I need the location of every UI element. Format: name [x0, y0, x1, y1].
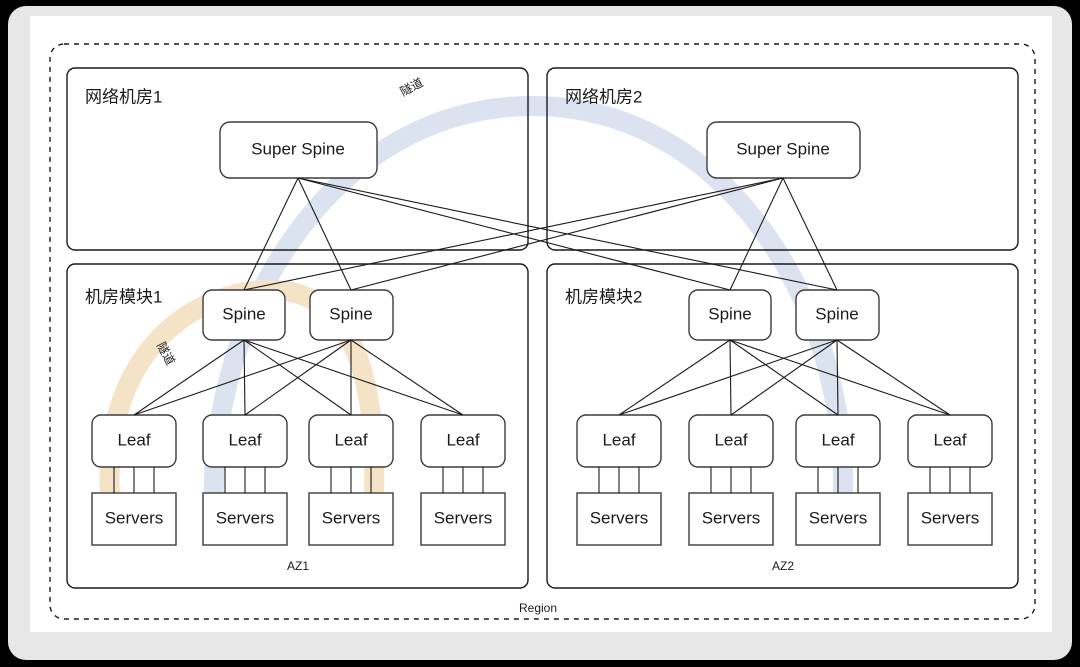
servers-node-az1-1[interactable]: Servers — [91, 492, 177, 546]
super-spine-2-label: Super Spine — [736, 139, 830, 158]
spine-node-az2-2[interactable]: Spine — [795, 289, 880, 341]
super-spine-node-1[interactable]: Super Spine — [219, 121, 378, 179]
servers-node-az1-4[interactable]: Servers — [420, 492, 506, 546]
links-leaf-to-servers — [113, 467, 971, 493]
link-spine-az2-2-leaf-2 — [730, 339, 838, 416]
spine-node-az1-2[interactable]: Spine — [309, 289, 394, 341]
servers-az1-1-rect — [91, 492, 177, 546]
leaf-az1-2-label: Leaf — [228, 430, 261, 449]
link-ss2-spine-az2-1 — [729, 177, 784, 291]
leaf-node-az2-4[interactable]: Leaf — [907, 414, 993, 468]
network-room-1-container — [66, 67, 529, 251]
network-room-2-title: 网络机房2 — [565, 87, 642, 106]
leaf-node-az2-2[interactable]: Leaf — [688, 414, 774, 468]
servers-node-az1-2[interactable]: Servers — [202, 492, 288, 546]
leaf-node-az2-3[interactable]: Leaf — [795, 414, 881, 468]
link-spine-az1-2-leaf-4 — [350, 339, 464, 416]
link-spine-az2-1-leaf-1 — [618, 339, 731, 416]
leaf-az1-4-label: Leaf — [446, 430, 479, 449]
az2-label: AZ2 — [772, 559, 794, 573]
link-spine-az1-2-leaf-1 — [133, 339, 352, 416]
link-ss2-spine-az2-2 — [782, 177, 838, 291]
leaf-az2-3-label: Leaf — [821, 430, 854, 449]
servers-az1-2-rect — [202, 492, 288, 546]
links-spine-to-leaf-az1 — [133, 339, 464, 416]
module-2-container — [546, 263, 1019, 589]
module-2-title: 机房模块2 — [565, 287, 642, 306]
leaf-node-az1-3[interactable]: Leaf — [308, 414, 394, 468]
servers-az2-3-rect — [795, 492, 881, 546]
leaf-node-az1-4[interactable]: Leaf — [420, 414, 506, 468]
leaf-node-az1-2[interactable]: Leaf — [202, 414, 288, 468]
servers-az2-4-label: Servers — [921, 508, 980, 527]
servers-az1-1-label: Servers — [105, 508, 164, 527]
link-spine-az1-1-leaf-1 — [133, 339, 245, 416]
leaf-az1-3-label: Leaf — [334, 430, 367, 449]
servers-az1-3-rect — [308, 492, 394, 546]
leaf-az2-1-label: Leaf — [602, 430, 635, 449]
region-label: Region — [519, 601, 557, 615]
leaf-node-az2-1[interactable]: Leaf — [576, 414, 662, 468]
servers-az2-2-rect — [688, 492, 774, 546]
link-spine-az2-2-leaf-4 — [836, 339, 951, 416]
spine-node-az2-1[interactable]: Spine — [688, 289, 772, 341]
link-spine-az2-1-leaf-2 — [729, 339, 732, 416]
module-1-container — [66, 263, 529, 589]
spine-az1-2-label: Spine — [329, 304, 372, 323]
spine-az2-1-label: Spine — [708, 304, 751, 323]
link-ss1-spine-az1-1 — [243, 177, 299, 291]
servers-az1-4-label: Servers — [434, 508, 493, 527]
az1-label: AZ1 — [287, 559, 309, 573]
link-spine-az2-2-leaf-3 — [836, 339, 839, 416]
servers-az2-2-label: Servers — [702, 508, 761, 527]
servers-node-az2-2[interactable]: Servers — [688, 492, 774, 546]
spine-node-az1-1[interactable]: Spine — [202, 289, 286, 341]
servers-az1-2-label: Servers — [216, 508, 275, 527]
spine-az2-2-label: Spine — [815, 304, 858, 323]
spine-az1-1-label: Spine — [222, 304, 265, 323]
servers-node-az2-3[interactable]: Servers — [795, 492, 881, 546]
link-ss1-spine-az1-2 — [297, 177, 352, 291]
link-spine-az1-2-leaf-2 — [244, 339, 352, 416]
tunnel-label-blue: 隧道 — [397, 75, 425, 100]
super-spine-node-2[interactable]: Super Spine — [706, 121, 861, 179]
diagram-canvas: Region 网络机房1 Super Spine 网络机房2 Super Spi… — [30, 16, 1052, 632]
links-superspine-to-spine — [243, 177, 838, 291]
tunnel-label-blue-group: 隧道 — [397, 75, 425, 100]
link-ss2-spine-az1-1 — [243, 177, 784, 291]
servers-az2-1-label: Servers — [590, 508, 649, 527]
link-spine-az1-1-leaf-2 — [243, 339, 246, 416]
servers-az1-3-label: Servers — [322, 508, 381, 527]
servers-az1-4-rect — [420, 492, 506, 546]
super-spine-1-label: Super Spine — [251, 139, 345, 158]
leaf-node-az1-1[interactable]: Leaf — [91, 414, 177, 468]
servers-node-az1-3[interactable]: Servers — [308, 492, 394, 546]
leaf-az2-2-label: Leaf — [714, 430, 747, 449]
servers-node-az2-4[interactable]: Servers — [907, 492, 993, 546]
leaf-az1-1-label: Leaf — [117, 430, 150, 449]
servers-az2-4-rect — [907, 492, 993, 546]
servers-node-az2-1[interactable]: Servers — [576, 492, 662, 546]
link-spine-az1-1-leaf-4 — [243, 339, 464, 416]
leaf-az2-4-label: Leaf — [933, 430, 966, 449]
network-room-1-title: 网络机房1 — [85, 87, 162, 106]
region-container — [49, 43, 1036, 620]
network-architecture-diagram: Region 网络机房1 Super Spine 网络机房2 Super Spi… — [49, 43, 1036, 620]
link-spine-az2-1-leaf-4 — [729, 339, 951, 416]
link-spine-az2-2-leaf-1 — [618, 339, 838, 416]
servers-az2-3-label: Servers — [809, 508, 868, 527]
links-spine-to-leaf-az2 — [618, 339, 951, 416]
module-1-title: 机房模块1 — [85, 287, 162, 306]
servers-az2-1-rect — [576, 492, 662, 546]
network-room-2-container — [546, 67, 1019, 251]
link-ss2-spine-az1-2 — [350, 177, 784, 291]
